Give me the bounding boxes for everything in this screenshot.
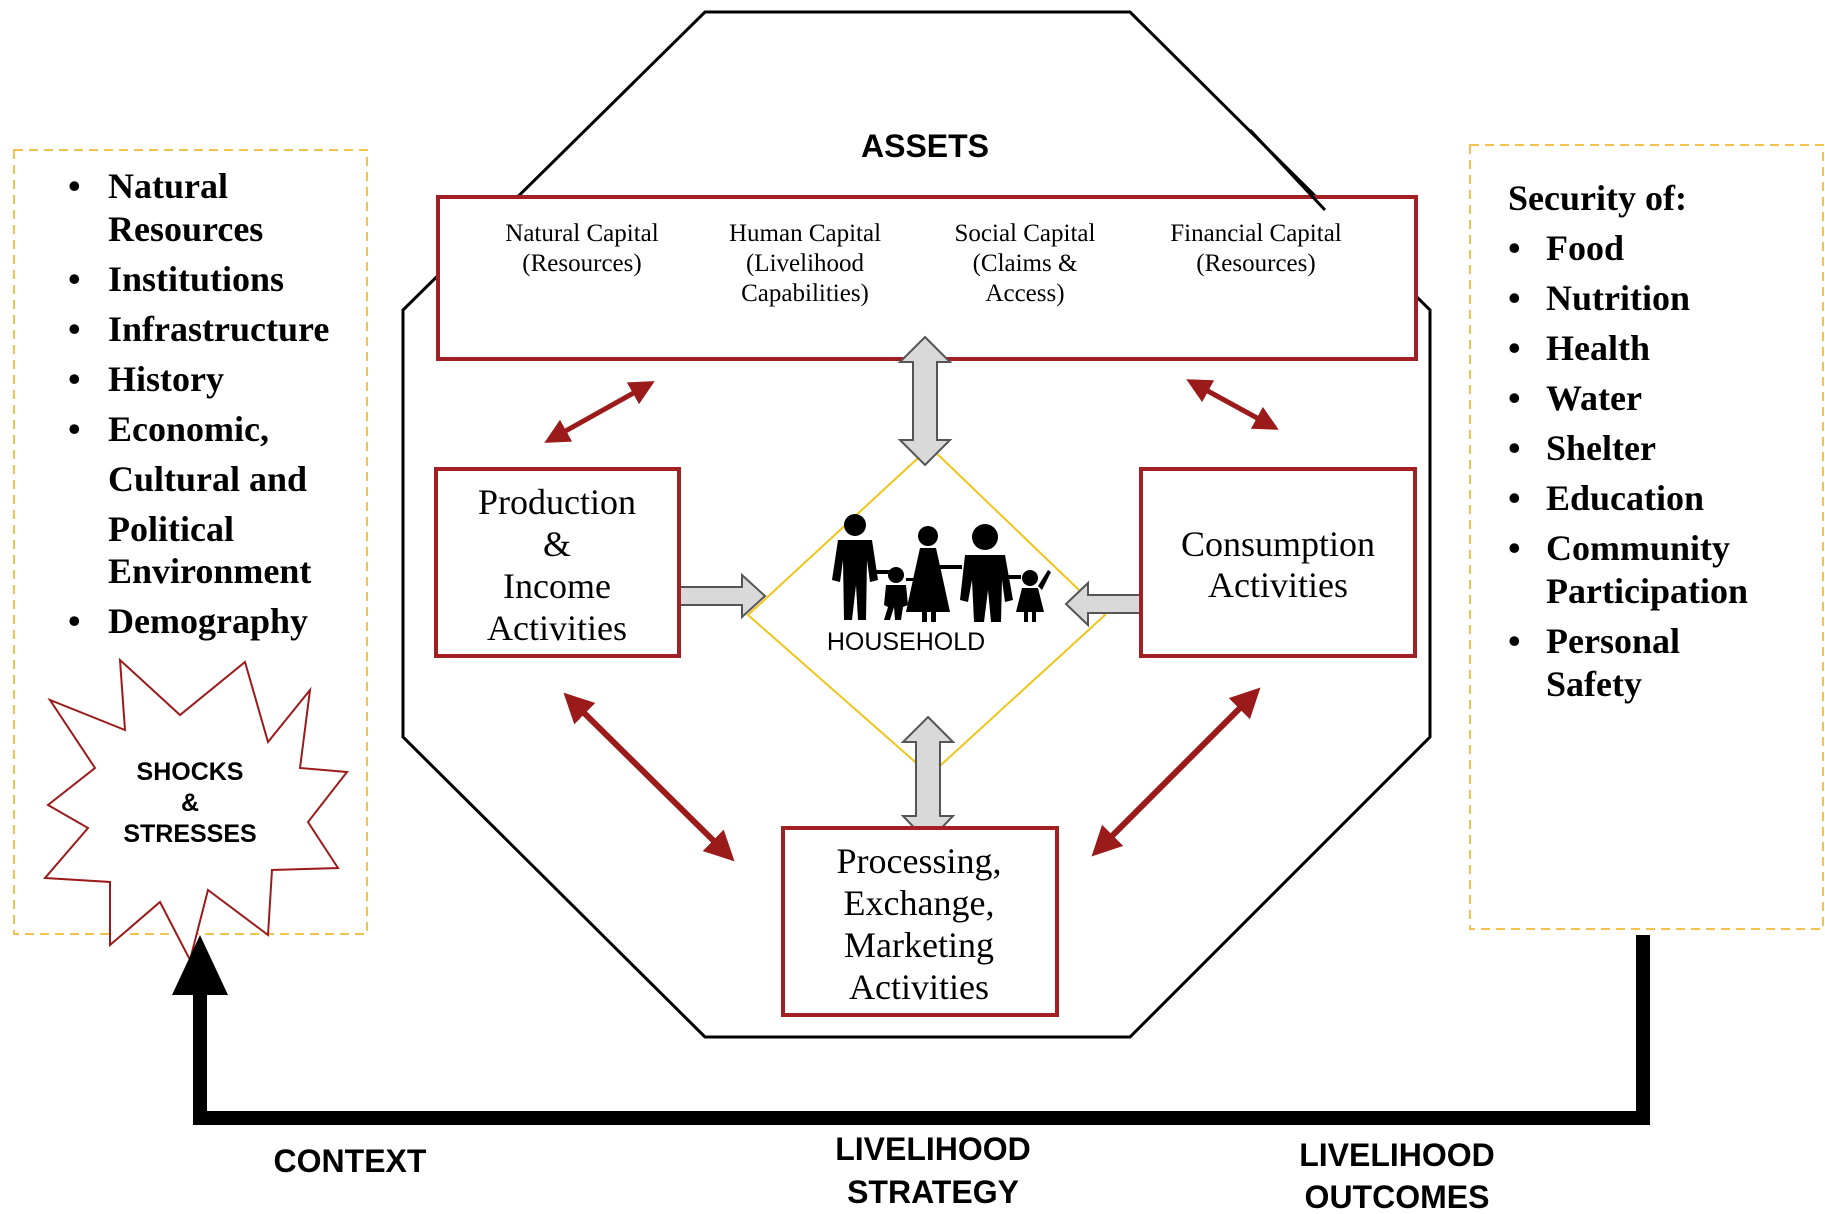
shocks-line3: STRESSES — [123, 820, 256, 848]
capital-social-line1: Social Capital — [955, 220, 1096, 247]
outcome-bullet-8: • — [1508, 621, 1521, 661]
outcome-bullet-2: • — [1508, 278, 1521, 318]
outcomes-list: Security of: • Food • Nutrition • Health… — [1508, 178, 1748, 704]
assets-title: ASSETS — [861, 128, 989, 164]
outcome-item-5: Shelter — [1546, 428, 1656, 468]
outcome-bullet-4: • — [1508, 378, 1521, 418]
context-bullet-1: • — [68, 166, 81, 206]
outcomes-box — [1469, 144, 1824, 930]
capital-natural-line2: (Resources) — [522, 250, 641, 277]
outcome-item-2: Nutrition — [1546, 278, 1690, 318]
capital-social-line3: Access) — [985, 280, 1064, 307]
capital-natural: Natural Capital (Resources) — [505, 220, 658, 277]
capital-social-line2: (Claims & — [973, 250, 1078, 277]
processing-line2: Exchange, — [844, 883, 995, 923]
context-item-5-line2: Cultural and — [108, 459, 307, 499]
context-item-6: Demography — [108, 601, 308, 641]
context-item-1-line1: Natural — [108, 166, 228, 206]
processing-line4: Activities — [849, 967, 989, 1007]
outcome-bullet-1: • — [1508, 228, 1521, 268]
context-item-4: History — [108, 359, 224, 399]
arrow-consumption-processing — [1091, 687, 1261, 857]
production-line4: Activities — [487, 608, 627, 648]
shocks-label: SHOCKS & STRESSES — [123, 758, 256, 848]
capital-financial-line2: (Resources) — [1196, 250, 1315, 277]
strategy-line1: LIVELIHOOD — [835, 1131, 1031, 1167]
capital-natural-line1: Natural Capital — [505, 220, 658, 247]
capital-social: Social Capital (Claims & Access) — [955, 220, 1096, 307]
outcome-item-7-line2: Participation — [1546, 571, 1748, 611]
shocks-starburst — [42, 657, 349, 963]
consumption-line2: Activities — [1208, 565, 1348, 605]
strategy-label: LIVELIHOOD STRATEGY — [835, 1131, 1031, 1210]
production-line2: & — [543, 524, 571, 564]
arrow-production-processing — [563, 692, 735, 862]
outcome-bullet-5: • — [1508, 428, 1521, 468]
context-item-3: Infrastructure — [108, 309, 329, 349]
context-bullet-5: • — [68, 409, 81, 449]
outcomes-label: LIVELIHOOD OUTCOMES — [1299, 1137, 1495, 1214]
processing-line1: Processing, — [837, 841, 1002, 881]
capital-financial: Financial Capital (Resources) — [1170, 220, 1342, 277]
processing-line3: Marketing — [844, 925, 994, 965]
capital-human-line2: (Livelihood — [746, 250, 865, 277]
outcome-item-4: Water — [1546, 378, 1642, 418]
context-item-2: Institutions — [108, 259, 284, 299]
context-bullet-2: • — [68, 259, 81, 299]
outcome-item-6: Education — [1546, 478, 1704, 518]
feedback-loop-arrow — [172, 935, 1650, 1125]
context-bullet-3: • — [68, 309, 81, 349]
household-label: HOUSEHOLD — [827, 628, 985, 656]
context-item-5-line4: Environment — [108, 551, 311, 591]
arrow-assets-consumption — [1186, 379, 1279, 430]
outcome-bullet-3: • — [1508, 328, 1521, 368]
production-box — [434, 467, 681, 658]
outcome-item-7-line1: Community — [1546, 528, 1730, 568]
context-list: • Natural Resources • Institutions • Inf… — [68, 166, 329, 641]
outcome-item-8-line1: Personal — [1546, 621, 1680, 661]
capital-human-line1: Human Capital — [729, 220, 881, 247]
capital-human: Human Capital (Livelihood Capabilities) — [729, 220, 881, 307]
consumption-label: Consumption Activities — [1181, 524, 1375, 605]
outcomes-heading: Security of: — [1508, 178, 1687, 218]
outcomes-label-line2: OUTCOMES — [1305, 1179, 1490, 1214]
consumption-box — [1139, 467, 1417, 658]
family-icon — [832, 514, 1051, 622]
production-line3: Income — [503, 566, 611, 606]
context-bullet-4: • — [68, 359, 81, 399]
consumption-line1: Consumption — [1181, 524, 1375, 564]
arrow-assets-household — [897, 335, 953, 467]
capital-human-line3: Capabilities) — [741, 280, 869, 307]
outcomes-label-line1: LIVELIHOOD — [1299, 1137, 1495, 1173]
shocks-line2: & — [181, 789, 199, 817]
context-bullet-6: • — [68, 601, 81, 641]
processing-label: Processing, Exchange, Marketing Activiti… — [837, 841, 1002, 1007]
context-label: CONTEXT — [274, 1143, 427, 1179]
capital-financial-line1: Financial Capital — [1170, 220, 1342, 247]
context-item-5-line1: Economic, — [108, 409, 269, 449]
octagon-outline — [401, 10, 1432, 1039]
processing-box — [781, 826, 1059, 1017]
arrow-household-processing — [900, 715, 956, 844]
outcome-item-8-line2: Safety — [1546, 664, 1642, 704]
context-item-5-line3: Political — [108, 509, 234, 549]
outcome-item-1: Food — [1546, 228, 1624, 268]
shocks-line1: SHOCKS — [137, 758, 244, 786]
production-label: Production & Income Activities — [478, 482, 636, 648]
strategy-line2: STRATEGY — [847, 1174, 1019, 1210]
octagon-edge-overlay — [1248, 128, 1327, 212]
context-item-1-line2: Resources — [108, 209, 263, 249]
outcome-item-3: Health — [1546, 328, 1650, 368]
assets-box — [436, 195, 1418, 361]
outcome-bullet-7: • — [1508, 528, 1521, 568]
production-line1: Production — [478, 482, 636, 522]
outcome-bullet-6: • — [1508, 478, 1521, 518]
arrow-assets-production — [544, 381, 655, 443]
